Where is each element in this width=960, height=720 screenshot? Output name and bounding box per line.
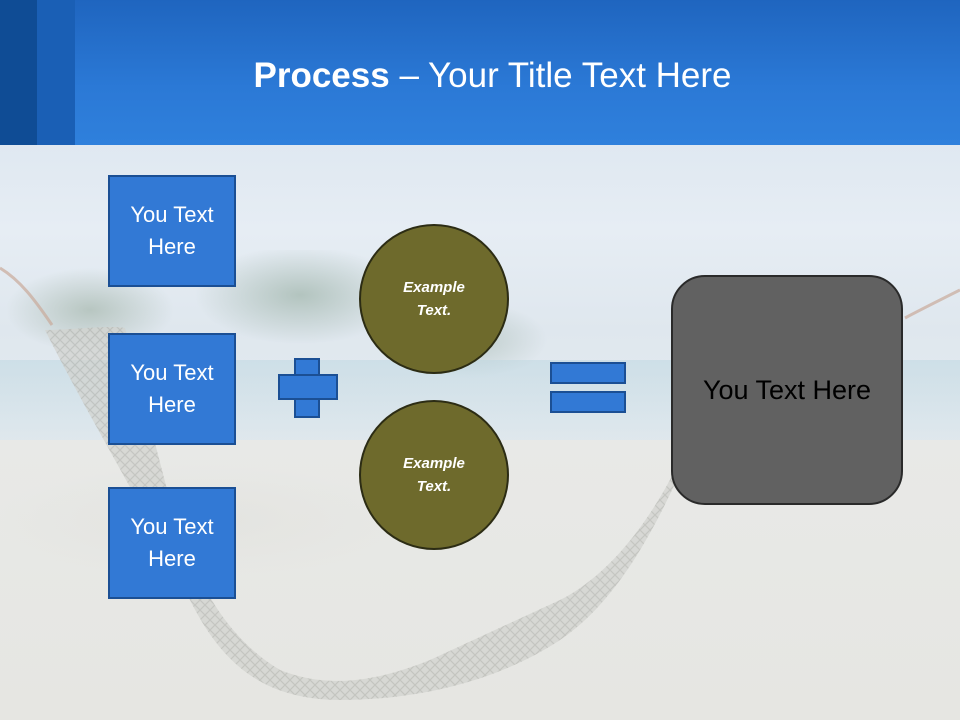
text-box-label: You Text Here [130,514,214,571]
title-rest: – Your Title Text Here [389,56,732,95]
circle-label: Example Text. [403,279,465,319]
circle-label: Example Text. [403,455,465,495]
slide-title: Process – Your Title Text Here [75,52,910,100]
result-box[interactable]: You Text Here [671,275,903,505]
text-box-2[interactable]: You Text Here [108,333,236,445]
plus-icon-center [296,376,318,398]
text-box-1[interactable]: You Text Here [108,175,236,287]
text-box-3[interactable]: You Text Here [108,487,236,599]
header-band [0,0,960,145]
result-label: You Text Here [702,374,872,405]
equals-icon-bar-top [550,362,626,384]
title-bold: Process [253,56,390,95]
equals-icon-bar-bottom [550,391,626,413]
header-accent-stripe [0,0,37,145]
header-accent-stripe [37,0,75,145]
example-circle-2[interactable]: Example Text. [359,400,509,550]
example-circle-1[interactable]: Example Text. [359,224,509,374]
text-box-label: You Text Here [130,360,214,417]
text-box-label: You Text Here [130,202,214,259]
